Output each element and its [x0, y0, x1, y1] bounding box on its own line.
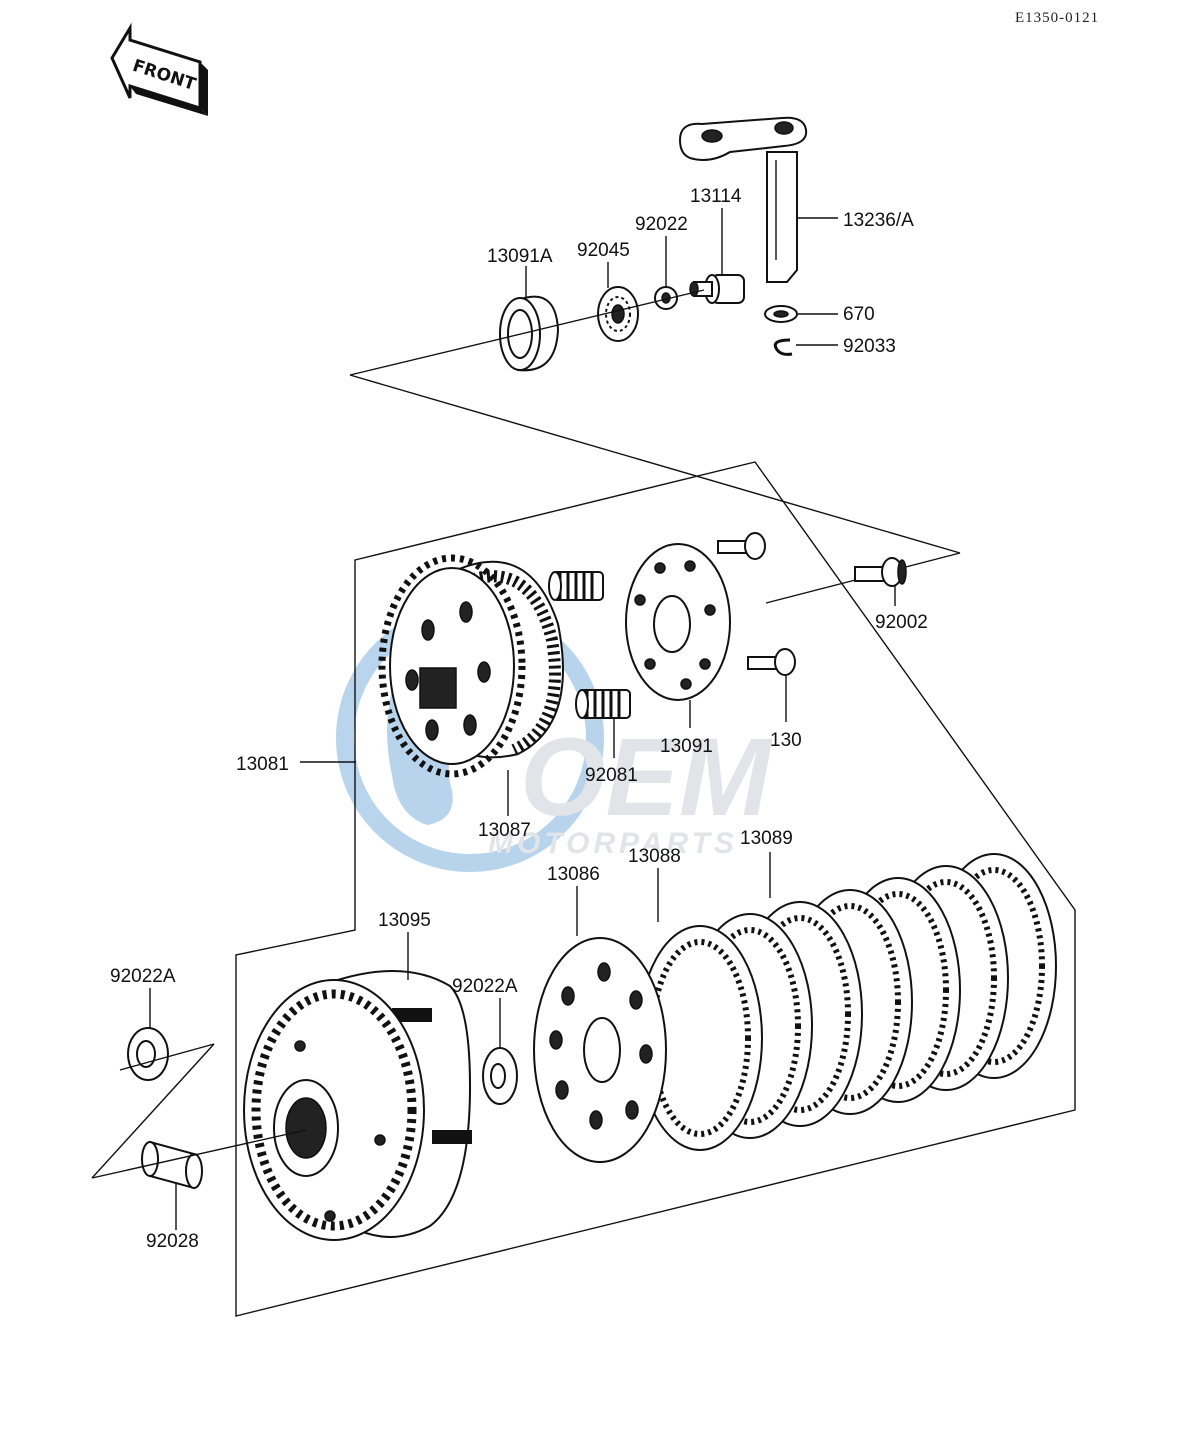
label-92033: 92033 — [843, 336, 896, 357]
label-130: 130 — [770, 730, 802, 751]
label-92045: 92045 — [577, 240, 630, 261]
label-92002: 92002 — [875, 612, 928, 633]
label-13086: 13086 — [547, 864, 600, 885]
label-92022a-left: 92022A — [110, 966, 176, 987]
circlip-92033-part — [773, 338, 793, 356]
clutch-housing-13095-part — [243, 970, 472, 1241]
label-92081: 92081 — [585, 765, 638, 786]
bolt-upper-part — [717, 532, 766, 560]
label-13088: 13088 — [628, 846, 681, 867]
washer-92022a-left-part — [127, 1027, 169, 1081]
label-13091a: 13091A — [487, 246, 553, 267]
washer-92022a-mid-part — [482, 1047, 518, 1105]
label-13087: 13087 — [478, 820, 531, 841]
spring-lower-part — [575, 689, 631, 719]
watermark-sub: MOTORPARTS — [488, 827, 738, 860]
label-13089: 13089 — [740, 828, 793, 849]
label-13095: 13095 — [378, 910, 431, 931]
friction-plates-stack — [637, 853, 1057, 1151]
label-92022a-mid: 92022A — [452, 976, 518, 997]
pressure-plate-13091-part — [625, 543, 731, 701]
clutch-plate-13086-part — [533, 937, 667, 1163]
seal-13091a-part — [499, 295, 560, 372]
watermark-brand: OEM — [520, 716, 773, 839]
watermark-logo: OEM MOTORPARTS — [336, 604, 773, 872]
sleeve-92028-part — [141, 1140, 203, 1190]
push-rod-pin-part — [689, 274, 745, 304]
label-13081: 13081 — [236, 754, 289, 775]
release-shaft-part — [678, 116, 808, 283]
label-92028: 92028 — [146, 1231, 199, 1252]
bolt-130-part — [747, 648, 796, 676]
label-670: 670 — [843, 304, 875, 325]
diagram-code: E1350-0121 — [1015, 10, 1099, 26]
bolt-92002-part — [854, 557, 907, 587]
front-arrow-icon: FRONT — [110, 22, 208, 116]
label-92022: 92022 — [635, 214, 688, 235]
label-13091: 13091 — [660, 736, 713, 757]
label-13236a: 13236/A — [843, 210, 914, 231]
spring-upper-part — [548, 571, 604, 601]
label-13114: 13114 — [690, 186, 742, 207]
clutch-hub-13081-part — [378, 554, 564, 778]
assembly-frame — [235, 461, 1076, 1317]
